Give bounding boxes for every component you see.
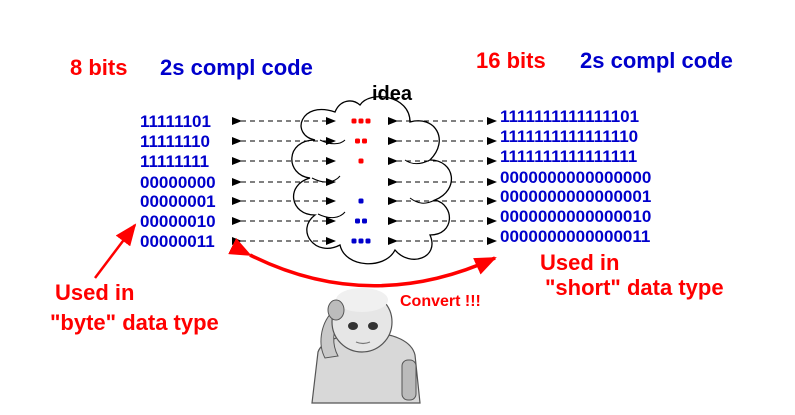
right-caption-line1: Used in	[540, 250, 619, 275]
thinking-robot-figure	[311, 288, 421, 404]
right-value-list: 1111111111111101111111111111111011111111…	[500, 107, 651, 246]
left-caption-line1: Used in	[55, 280, 134, 305]
left-pointer-arrow	[94, 223, 137, 279]
idea-cloud	[291, 96, 452, 265]
right-header-code: 2s compl code	[580, 48, 733, 73]
right-caption-line2: "short" data type	[545, 275, 724, 300]
blue-dot	[365, 238, 371, 244]
left-value: 00000011	[140, 232, 215, 251]
blue-dot	[355, 218, 360, 224]
left-header-bits: 8 bits	[70, 55, 127, 80]
left-value: 11111101	[140, 112, 211, 131]
red-dot	[358, 118, 364, 124]
left-value: 00000010	[140, 212, 216, 231]
right-value: 1111111111111111	[500, 147, 637, 166]
red-dot	[365, 118, 371, 124]
blue-dot	[358, 198, 364, 204]
blue-dot	[362, 218, 367, 224]
left-header-code: 2s compl code	[160, 55, 313, 80]
red-dot	[351, 118, 357, 124]
red-dot	[358, 158, 364, 164]
left-value: 00000000	[140, 173, 216, 192]
blue-dot	[358, 238, 364, 244]
left-caption-line2: "byte" data type	[50, 310, 219, 335]
convert-label: Convert !!!	[400, 293, 481, 310]
right-value: 0000000000000001	[500, 187, 651, 206]
convert-arrow	[228, 238, 497, 288]
right-header-bits: 16 bits	[476, 48, 546, 73]
right-value: 0000000000000000	[500, 168, 651, 187]
red-dot	[362, 138, 367, 144]
left-value: 11111110	[140, 132, 210, 151]
cloud-label: idea	[372, 83, 413, 105]
left-value: 00000001	[140, 192, 216, 211]
right-value: 0000000000000011	[500, 227, 650, 246]
red-dot	[355, 138, 360, 144]
right-value: 1111111111111101	[500, 107, 639, 126]
right-value: 1111111111111110	[500, 127, 638, 146]
right-value: 0000000000000010	[500, 207, 651, 226]
blue-dot	[351, 238, 357, 244]
left-value: 11111111	[140, 152, 209, 171]
